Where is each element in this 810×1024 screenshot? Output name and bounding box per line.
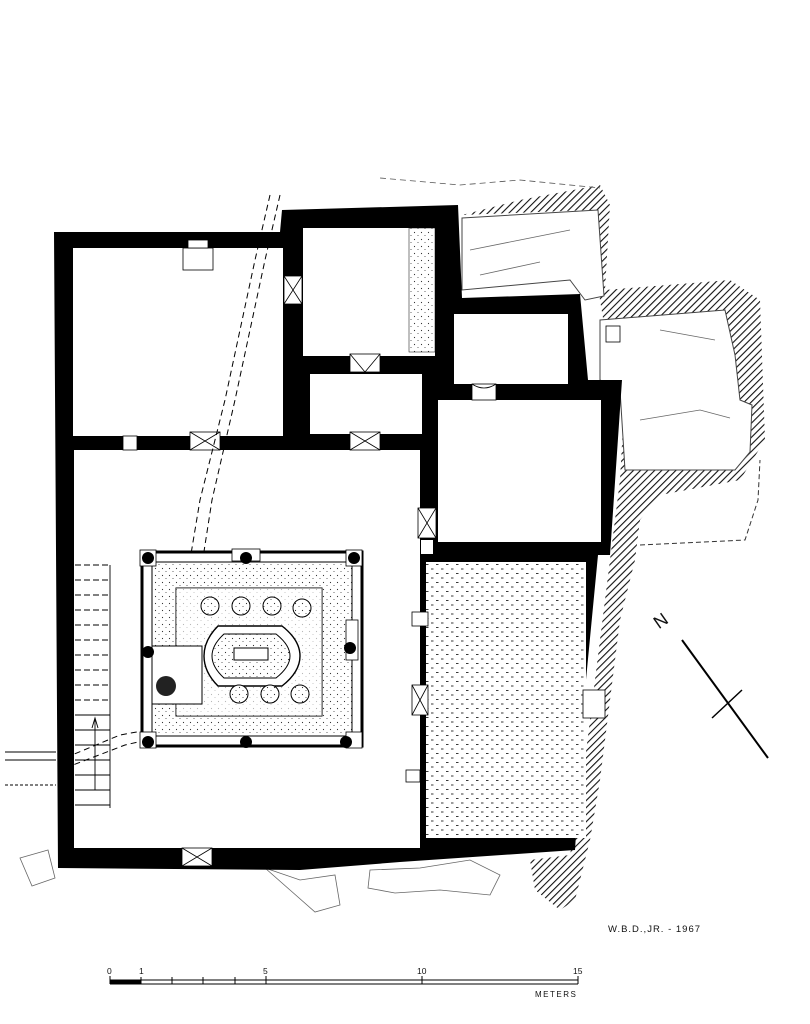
scale-bar: 0 1 5 10 15 METERS (107, 966, 583, 999)
north-label: N (650, 609, 672, 633)
rock-crack (469, 229, 731, 421)
shrine-bushes (200, 596, 312, 704)
scale-tick-5: 5 (263, 966, 268, 976)
central-shrine (139, 548, 364, 749)
scale-tick-1: 1 (139, 966, 144, 976)
shrine-columns (142, 552, 360, 748)
rock-outline-sw (19, 849, 56, 887)
rock-outline-south (264, 859, 501, 913)
rock-outline-upper (461, 209, 605, 301)
room-north-center-bench (408, 227, 436, 353)
room-northeast-small (454, 314, 568, 384)
room-southeast-paved (426, 562, 586, 838)
excavation-limit-line (639, 459, 761, 546)
staircase (75, 564, 111, 808)
room-northwest (73, 248, 283, 436)
doorway-group (122, 239, 621, 867)
excavation-limit-line-north (379, 177, 601, 189)
scale-tick-0: 0 (107, 966, 112, 976)
room-east (438, 400, 601, 542)
wall-gap-east (421, 540, 433, 554)
scale-tick-10: 10 (417, 966, 427, 976)
room-corridor (310, 374, 422, 434)
north-arrow: N (650, 609, 769, 759)
scale-units: METERS (535, 990, 577, 999)
entrance-path-west (5, 751, 56, 786)
scale-tick-15: 15 (573, 966, 583, 976)
author-credit: W.B.D.,JR. - 1967 (608, 924, 701, 935)
